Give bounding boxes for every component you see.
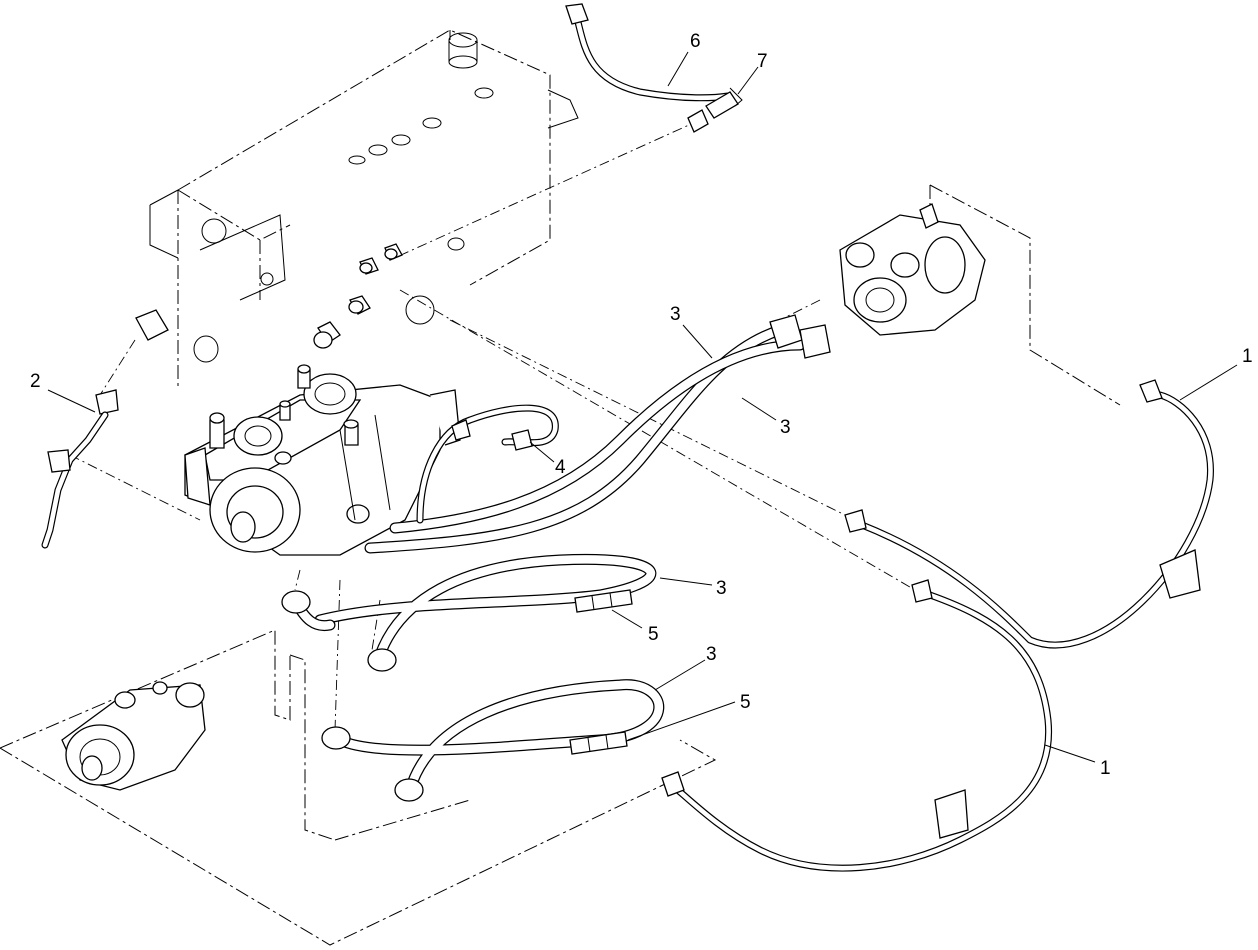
callout-3-upper: 3 (670, 304, 681, 325)
callout-7: 7 (757, 51, 768, 72)
callout-6: 6 (690, 31, 701, 52)
tank-fittings (313, 243, 403, 349)
callout-3-right: 3 (780, 417, 791, 438)
main-hydraulic-pump (184, 364, 461, 556)
callout-1-upper: 1 (1242, 346, 1253, 367)
callout-5-lower: 5 (740, 692, 751, 713)
hose-6 (565, 3, 739, 133)
callout-5-middle: 5 (648, 624, 659, 645)
fitting-7 (729, 87, 743, 107)
hose-2 (41, 309, 169, 549)
callout-3-lower: 3 (706, 644, 717, 665)
callout-1-lower: 1 (1100, 758, 1111, 779)
clamp-5-lower (569, 731, 628, 755)
callout-2: 2 (30, 371, 41, 392)
phantom-right-frame (929, 184, 1121, 406)
right-drive-motor (839, 203, 986, 336)
phantom-lower-frame (0, 629, 717, 946)
callout-leaders (47, 51, 1238, 763)
phantom-tank-outline (149, 29, 579, 390)
hoses-3-middle (281, 553, 657, 672)
lower-left-pump (61, 681, 206, 791)
hoses-3-lower (321, 679, 665, 802)
callout-4: 4 (555, 457, 566, 478)
hoses-1 (661, 379, 1214, 872)
hose-4 (416, 404, 559, 524)
clamp-5-middle (574, 589, 633, 613)
callout-labels: 1 1 2 3 3 3 3 4 5 5 6 7 (30, 31, 1253, 779)
callout-3-middle: 3 (716, 578, 727, 599)
hoses-3-upper (364, 314, 831, 554)
